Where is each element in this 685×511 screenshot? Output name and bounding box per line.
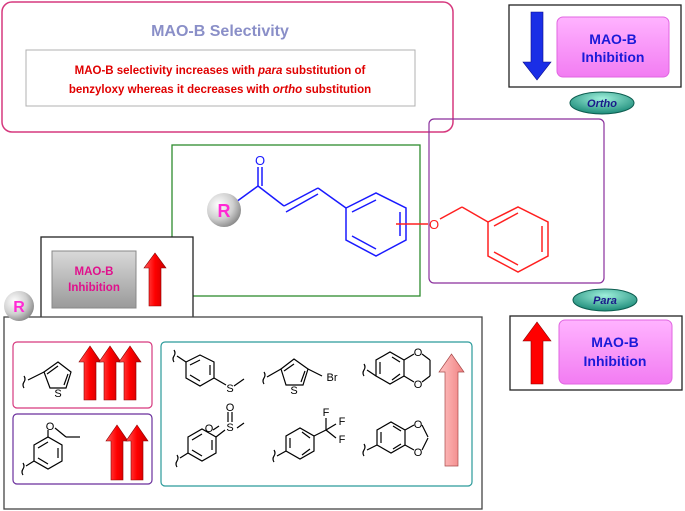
bromothiophene-structure bbox=[262, 358, 323, 386]
r-sphere-chalcone bbox=[207, 193, 241, 227]
fluorine-label-1: F bbox=[323, 407, 330, 419]
double-up-arrows bbox=[105, 424, 149, 481]
fluorine-label-2: F bbox=[339, 416, 346, 428]
small-up-arrow-icon bbox=[143, 252, 167, 307]
r-sphere-panel bbox=[4, 291, 34, 321]
alkoxyphenyl-structure bbox=[21, 427, 80, 476]
benzodioxane-structure bbox=[362, 351, 431, 385]
r-label-panel: R bbox=[13, 299, 25, 316]
up-arrow-icon bbox=[522, 321, 552, 385]
para-badge-label: Para bbox=[593, 295, 617, 307]
r-group-inhibition-box: MAO-B Inhibition bbox=[40, 236, 194, 324]
chalcone-frame bbox=[171, 144, 421, 297]
para-inhibition-label: Inhibition bbox=[584, 353, 647, 369]
bromothiophene-sulfur-label: S bbox=[290, 385, 297, 397]
benzodioxole-structure bbox=[362, 421, 429, 457]
ether-oxygen-label: O bbox=[429, 217, 439, 232]
methylsulfonylphenyl-structure bbox=[175, 412, 245, 468]
dioxane-oxygen-top-label: O bbox=[414, 347, 423, 359]
carbonyl-oxygen-label: O bbox=[255, 153, 265, 168]
benzyloxy-group bbox=[396, 206, 549, 273]
r-inhibition-label: Inhibition bbox=[68, 282, 120, 294]
methylthiophenyl-structure bbox=[172, 349, 245, 387]
para-mao-b-label: MAO-B bbox=[591, 334, 638, 350]
dioxole-oxygen-bottom-label: O bbox=[414, 447, 423, 459]
chalcone-core bbox=[235, 167, 407, 257]
dioxane-oxygen-bottom-label: O bbox=[414, 379, 423, 391]
benzyloxy-frame bbox=[428, 118, 605, 284]
selectivity-note-line1: MAO-B selectivity increases with para su… bbox=[75, 65, 366, 77]
sulfonyl-oxygen-left-label: O bbox=[205, 423, 214, 435]
selectivity-note-line2: benzyloxy whereas it decreases with orth… bbox=[69, 84, 371, 96]
ortho-mao-b-label: MAO-B bbox=[589, 31, 636, 47]
trifluoromethylphenyl-structure bbox=[272, 418, 337, 463]
down-arrow-icon bbox=[522, 11, 552, 81]
selectivity-title: MAO-B Selectivity bbox=[151, 23, 289, 40]
r-mao-b-label: MAO-B bbox=[75, 266, 114, 278]
sulfonyl-sulfur-label: S bbox=[226, 422, 233, 434]
ortho-badge bbox=[569, 91, 635, 115]
methylthio-sulfur-label: S bbox=[226, 383, 233, 395]
alkoxy-oxygen-label: O bbox=[46, 421, 55, 433]
ortho-badge-label: Ortho bbox=[587, 98, 617, 110]
para-inhibition-box: MAO-B Inhibition bbox=[509, 315, 683, 391]
sulfonyl-oxygen-top-label: O bbox=[226, 402, 235, 414]
para-badge bbox=[572, 288, 638, 312]
tall-pale-up-arrow-icon bbox=[438, 353, 465, 467]
bromine-label: Br bbox=[327, 372, 338, 384]
dioxole-oxygen-top-label: O bbox=[414, 419, 423, 431]
selectivity-panel: MAO-B Selectivity MAO-B selectivity incr… bbox=[1, 1, 454, 133]
ortho-inhibition-label: Inhibition bbox=[582, 49, 645, 65]
triple-up-arrows bbox=[78, 345, 142, 401]
thiophene-sulfur-label: S bbox=[54, 388, 61, 400]
r-label-chalcone: R bbox=[218, 201, 231, 221]
fluorine-label-3: F bbox=[339, 434, 346, 446]
thiophene-structure bbox=[22, 361, 72, 389]
ortho-inhibition-box: MAO-B Inhibition bbox=[508, 4, 682, 88]
moderate-substituents-box bbox=[160, 341, 473, 487]
